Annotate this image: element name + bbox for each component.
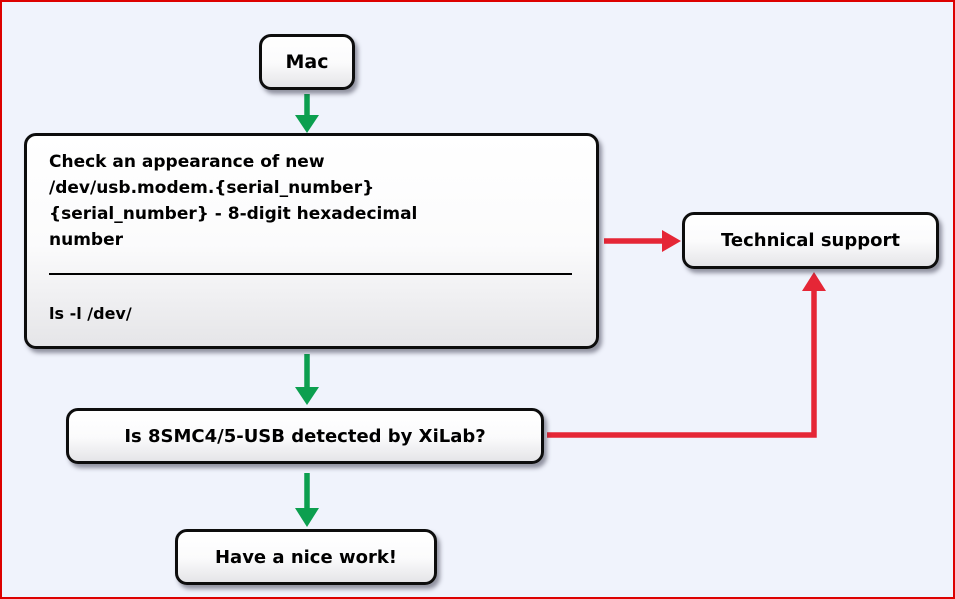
node-check-command: ls -l /dev/ [49, 304, 132, 323]
arrow-mac-to-check [295, 94, 319, 133]
arrow-question-to-finish [295, 473, 319, 527]
divider-line [49, 273, 572, 275]
node-technical-support: Technical support [682, 212, 939, 269]
node-mac-label: Mac [285, 51, 329, 73]
node-check-text: Check an appearance of new /dev/usb.mode… [49, 152, 418, 250]
node-check-dev-appearance: Check an appearance of new /dev/usb.mode… [24, 133, 599, 349]
node-have-a-nice-work-label: Have a nice work! [214, 546, 397, 568]
node-technical-support-label: Technical support [721, 230, 900, 251]
node-xilab-question-label: Is 8SMC4/5-USB detected by XiLab? [124, 425, 486, 447]
arrow-check-to-question [295, 354, 319, 405]
node-mac: Mac [259, 34, 355, 90]
node-have-a-nice-work: Have a nice work! [175, 529, 437, 585]
node-xilab-question: Is 8SMC4/5-USB detected by XiLab? [66, 408, 544, 464]
arrow-check-to-support [604, 230, 681, 252]
